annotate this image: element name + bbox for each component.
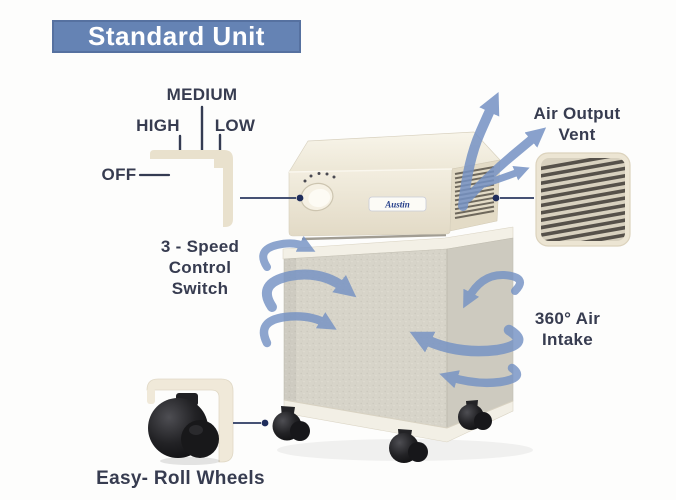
label-medium: MEDIUM — [166, 85, 238, 104]
title-text: Standard Unit — [88, 21, 265, 51]
connector-lines — [233, 194, 534, 427]
label-low: LOW — [214, 116, 256, 135]
caster-wheel-right — [458, 400, 492, 430]
caster-wheel-front-left — [272, 406, 310, 441]
connector-vent — [492, 194, 534, 202]
label-high: HIGH — [136, 116, 180, 135]
airflow-arrows-output — [458, 92, 547, 211]
vent-inset-slats — [541, 158, 625, 241]
label-speed-control-switch: 3 - Speed Control Switch — [160, 237, 240, 298]
inset-caster-wheel — [148, 393, 219, 458]
head-unit: Austin — [288, 131, 501, 241]
caster-wheel-front-center — [389, 429, 428, 463]
filter-body — [282, 226, 514, 429]
label-air-intake: 360° Air Intake — [534, 309, 601, 349]
label-air-output-vent: Air Output Vent — [533, 104, 621, 144]
airflow-arrows-intake-right — [409, 270, 524, 389]
title-banner: Standard Unit — [52, 20, 301, 53]
label-off: OFF — [101, 165, 137, 184]
knob-tick-dots — [303, 172, 336, 183]
vent-detail-inset — [535, 152, 631, 247]
switch-detail-inset — [150, 150, 233, 227]
label-easy-roll-wheels: Easy- Roll Wheels — [96, 468, 265, 489]
brand-text: Austin — [384, 200, 410, 210]
wheel-detail-inset — [146, 378, 234, 465]
control-knob — [300, 172, 336, 212]
connector-switch — [240, 194, 304, 202]
connector-wheel — [233, 419, 269, 427]
airflow-arrows-intake-left — [259, 235, 357, 348]
brand-badge: Austin — [368, 196, 427, 212]
